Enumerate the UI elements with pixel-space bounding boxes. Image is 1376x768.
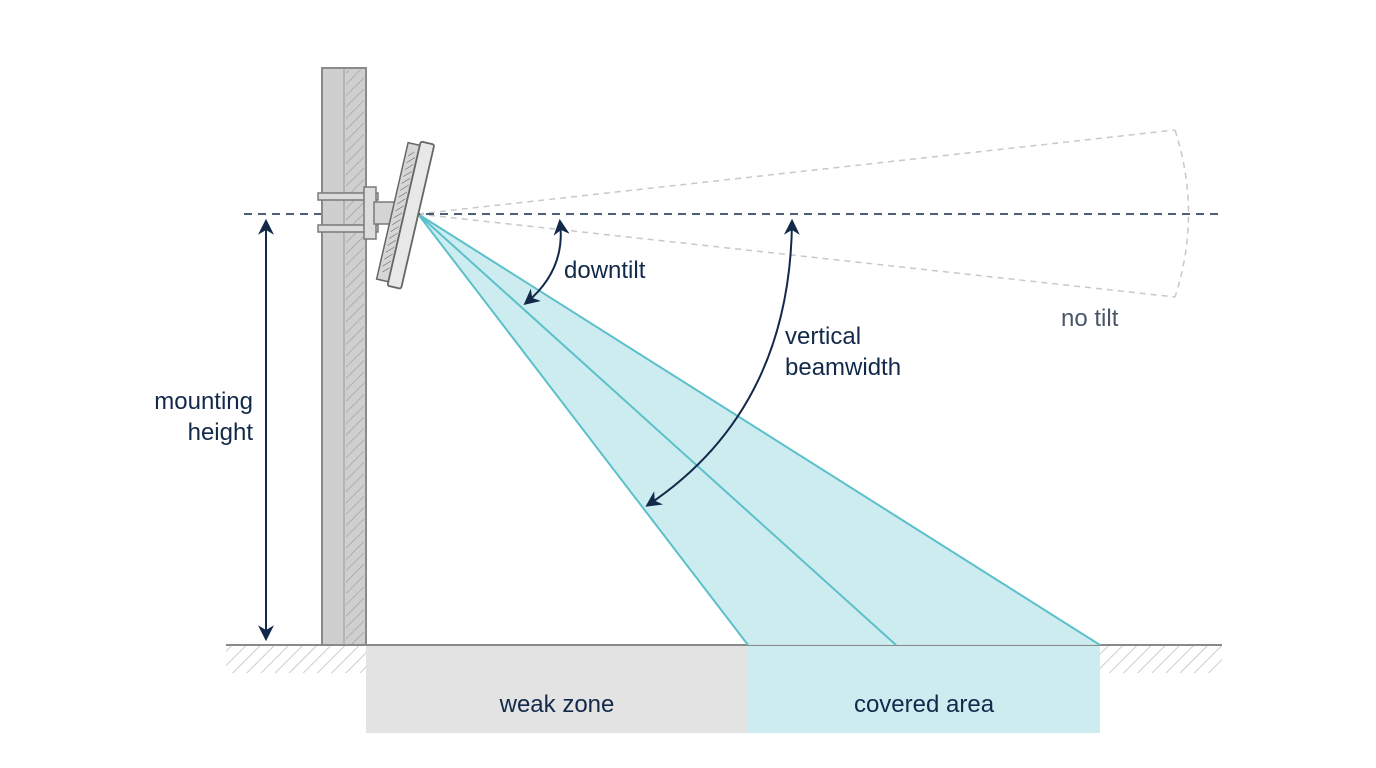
mounting-height-label-line2: height bbox=[188, 419, 254, 446]
downtilt-label: downtilt bbox=[564, 257, 646, 284]
weak-zone-area bbox=[366, 646, 748, 733]
downtilt-arc-arrow bbox=[523, 218, 570, 306]
mounting-height-label-line1: mounting bbox=[154, 388, 253, 415]
weak-zone-label: weak zone bbox=[499, 691, 615, 718]
panel-antenna-icon bbox=[375, 140, 435, 290]
covered-area-zone bbox=[748, 646, 1100, 733]
vertical-beamwidth-label-line2: beamwidth bbox=[785, 354, 901, 381]
covered-area-label: covered area bbox=[854, 691, 995, 718]
beam-center-line bbox=[417, 213, 897, 646]
vertical-beamwidth-arc-arrow bbox=[645, 218, 800, 507]
vertical-beamwidth-label-line1: vertical bbox=[785, 323, 861, 350]
mast-pole bbox=[321, 67, 367, 646]
tilted-beam bbox=[417, 213, 1101, 646]
no-tilt-label: no tilt bbox=[1061, 305, 1119, 332]
